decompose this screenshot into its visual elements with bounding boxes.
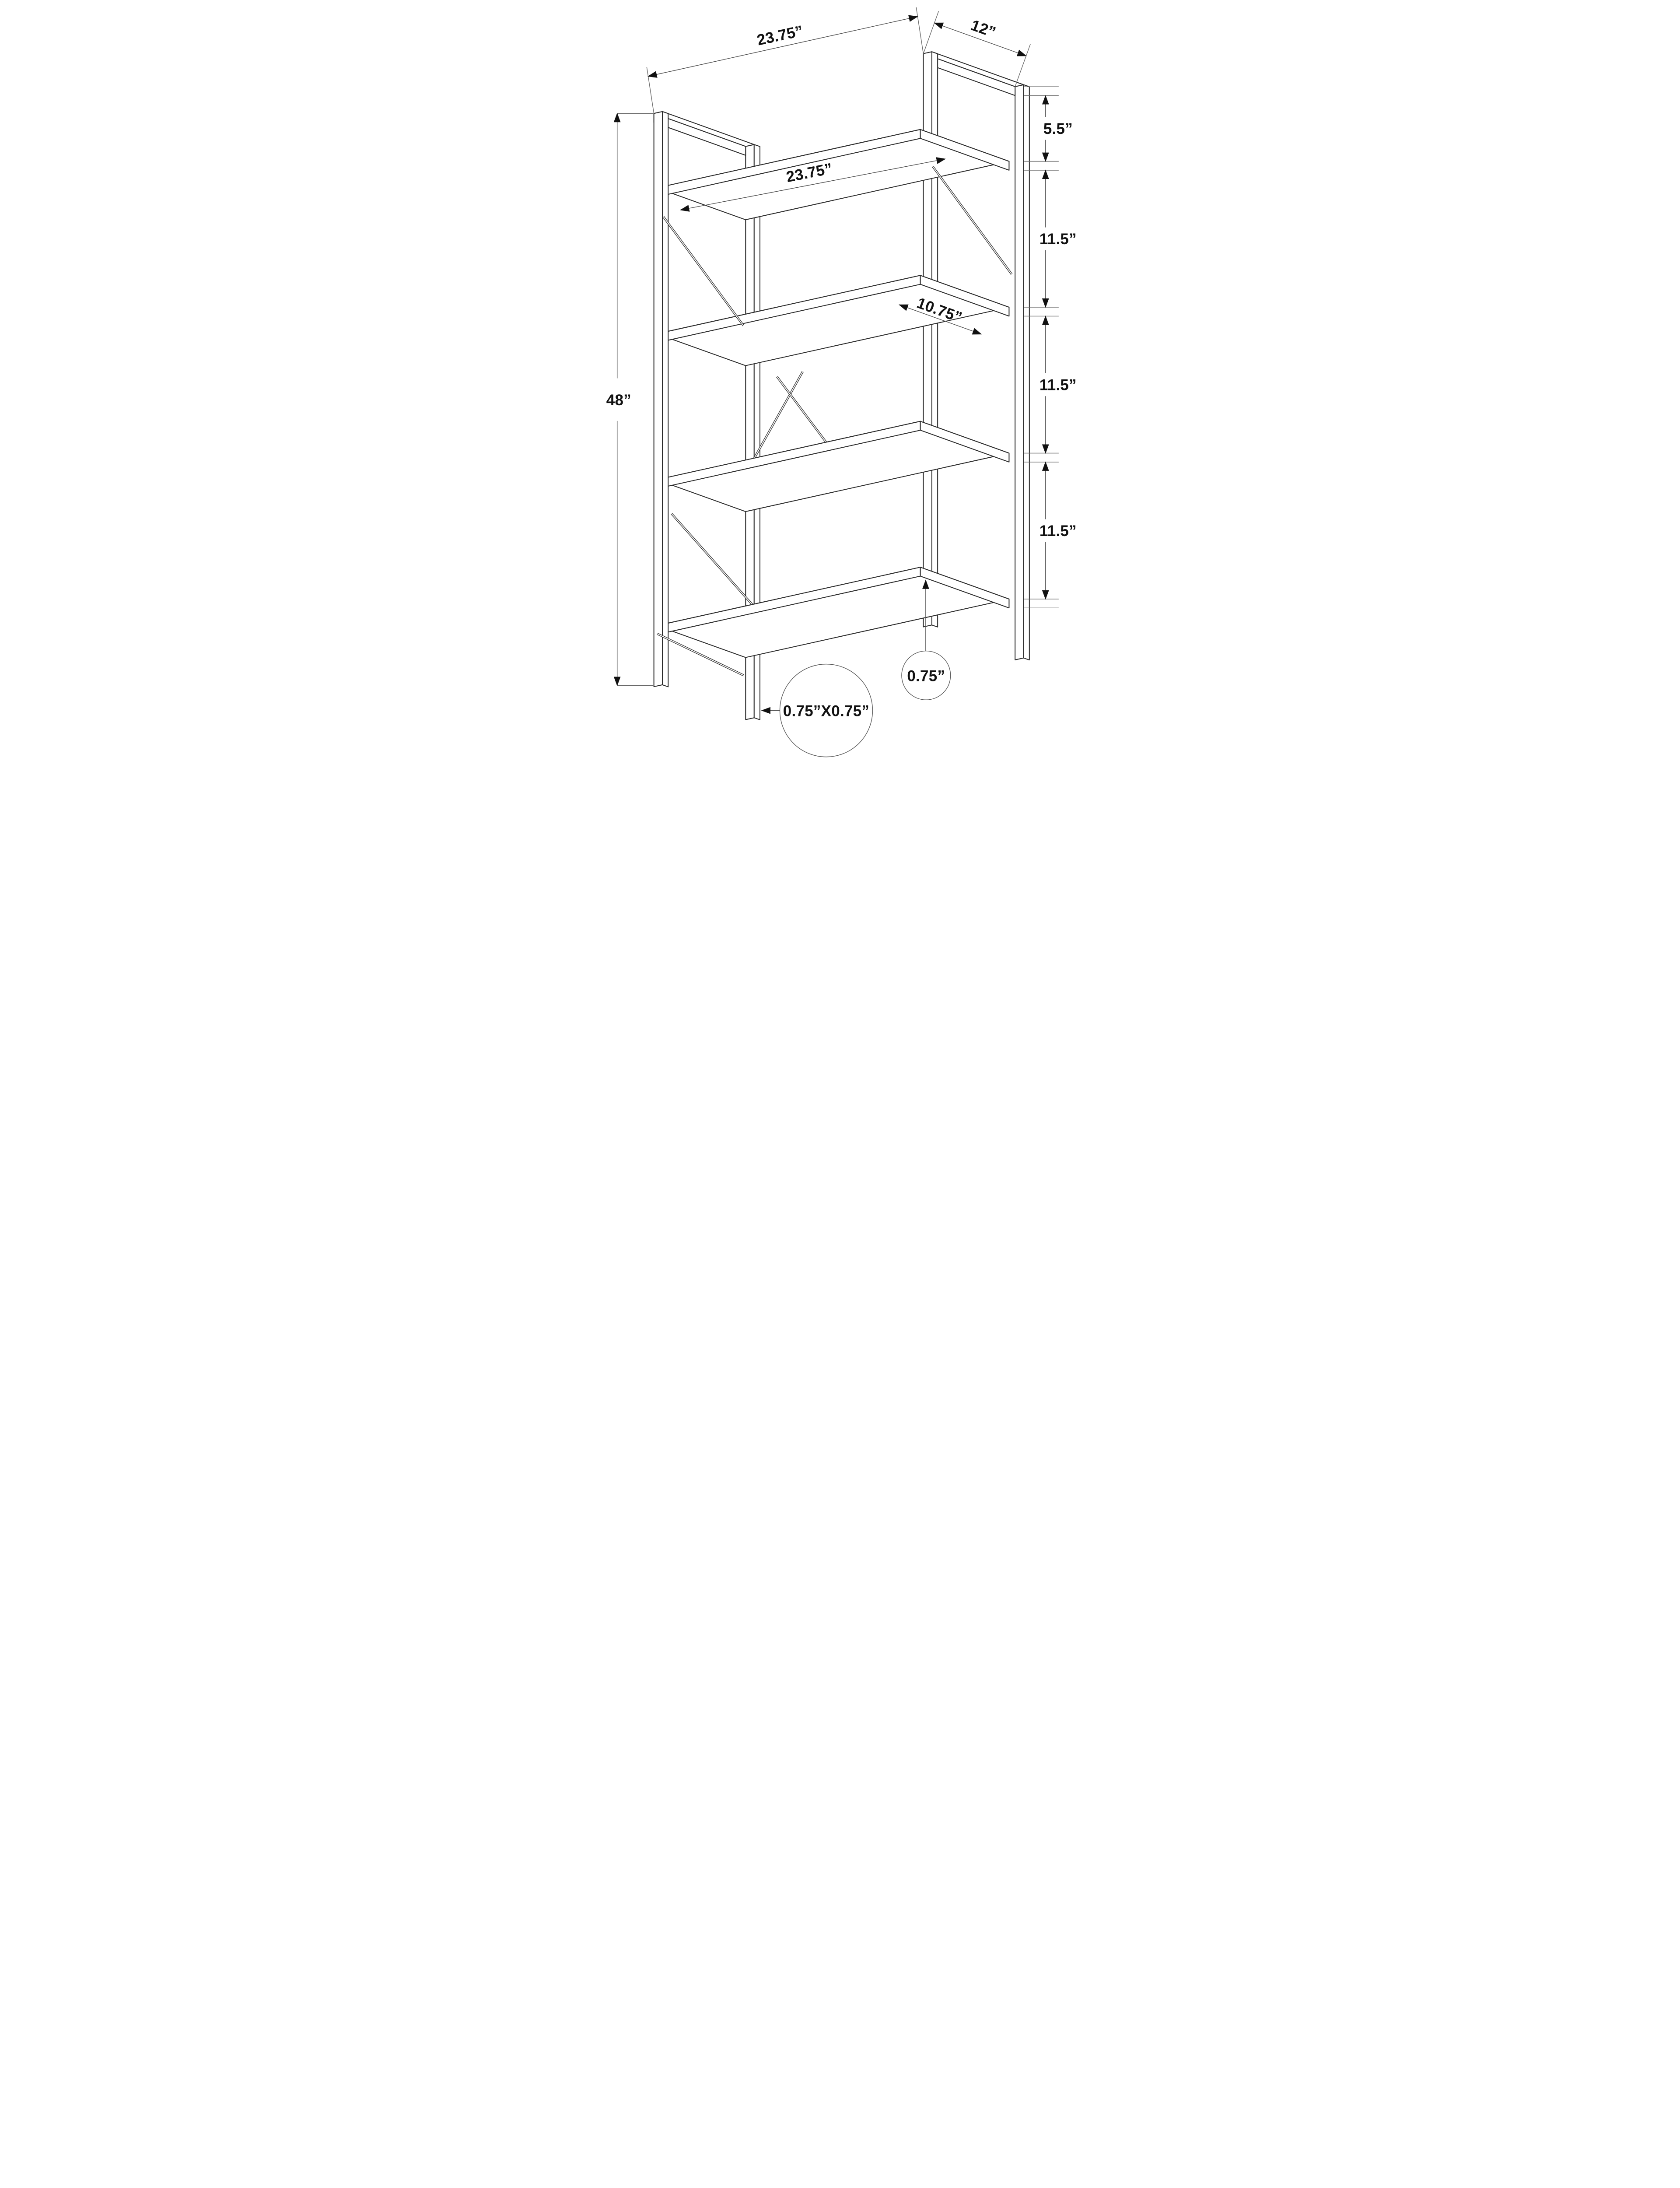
callout-shelf-thickness: 0.75” [901,579,951,700]
diagram-stage: 23.75” 12” 48” 5.5” 11.5” [599,0,1081,771]
dim-shelf-gap-2: 11.5” [1040,315,1077,454]
frame-tube-label: 0.75”X0.75” [783,703,869,720]
diagonal-brace-top [662,216,745,326]
diagonal-brace-bottom [657,633,744,677]
shelf-3 [656,421,1010,512]
overall-width-label: 23.75” [756,22,805,49]
overall-depth-label: 12” [969,17,998,41]
overall-height-label: 48” [606,392,631,409]
dim-shelf-gap-1: 11.5” [1040,169,1077,308]
shelf-gap-3-label: 11.5” [1040,522,1077,540]
dim-overall-height: 48” [606,112,654,686]
shelf-gap-2-label: 11.5” [1040,376,1077,393]
bookcase-dimension-diagram: 23.75” 12” 48” 5.5” 11.5” [599,4,1081,768]
left-frame [653,111,755,687]
cross-brace-x [751,371,831,463]
dim-top-gap: 5.5” [1042,95,1073,162]
dim-overall-width: 23.75” [646,7,924,114]
diagonal-brace-right [932,166,1013,275]
top-gap-label: 5.5” [1043,120,1073,137]
right-extension-lines [1024,86,1059,609]
shelf-gap-1-label: 11.5” [1040,231,1077,248]
callout-frame-tube: 0.75”X0.75” [761,663,873,757]
shelf-4 [656,567,1010,658]
back-right-leg [1015,84,1030,661]
dim-shelf-gap-3: 11.5” [1040,461,1077,600]
back-left-leg [745,144,760,720]
shelf-thickness-label: 0.75” [907,667,945,684]
